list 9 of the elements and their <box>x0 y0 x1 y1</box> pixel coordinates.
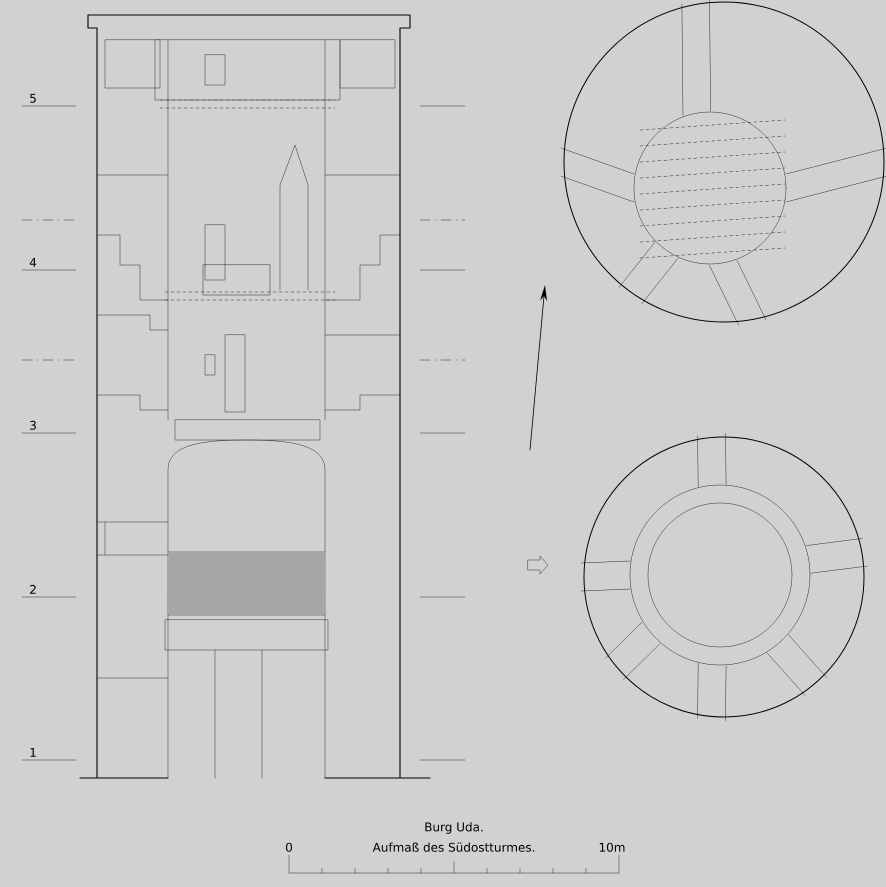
level-number: 1 <box>30 748 36 757</box>
level-number: 2 <box>30 584 36 594</box>
caption: Aufmaß des Südostturmes. <box>372 842 534 852</box>
level-number: 4 <box>30 258 36 267</box>
level-number: 5 <box>30 94 36 103</box>
title: Burg Uda. <box>425 822 482 834</box>
scale-label: 0 <box>286 842 292 852</box>
level-number: 3 <box>30 420 36 430</box>
scale-label: 10m <box>600 842 624 852</box>
